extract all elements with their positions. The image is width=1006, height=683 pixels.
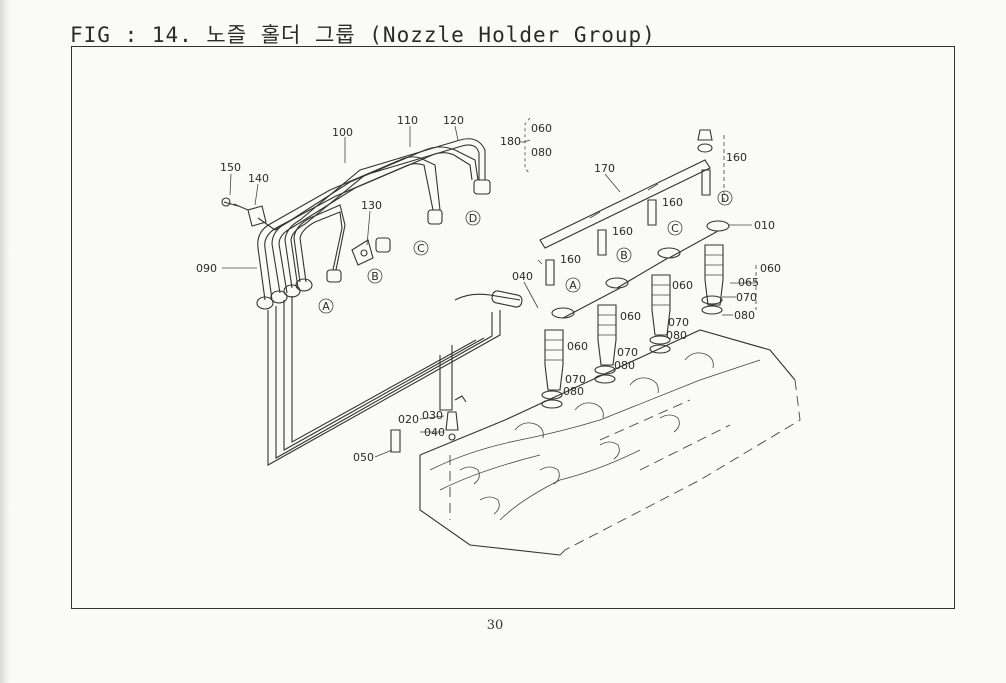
binder-edge bbox=[0, 0, 10, 683]
marker-a2: A bbox=[569, 279, 577, 292]
callout-070-c: 070 bbox=[617, 346, 638, 359]
callout-150: 150 bbox=[220, 161, 241, 174]
marker-a1: A bbox=[322, 300, 330, 313]
callout-010: 010 bbox=[754, 219, 775, 232]
callout-160-c: 160 bbox=[612, 225, 633, 238]
callout-110: 110 bbox=[397, 114, 418, 127]
marker-d1: D bbox=[469, 212, 477, 225]
callout-080-right: 080 bbox=[734, 309, 755, 322]
callout-100: 100 bbox=[332, 126, 353, 139]
figure-title: FIG : 14. 노즐 홀더 그룹 (Nozzle Holder Group) bbox=[70, 23, 656, 47]
callout-080-c: 080 bbox=[614, 359, 635, 372]
overflow-pipe bbox=[539, 129, 757, 310]
callout-060-right: 060 bbox=[760, 262, 781, 275]
injection-pipes bbox=[256, 138, 491, 310]
callout-040-lower: 040 bbox=[424, 426, 445, 439]
callout-160-right: 160 bbox=[726, 151, 747, 164]
page-number: 30 bbox=[486, 618, 504, 633]
marker-c2: C bbox=[671, 222, 679, 235]
callout-160-d: 160 bbox=[662, 196, 683, 209]
callout-070-b: 070 bbox=[565, 373, 586, 386]
callout-070-right: 070 bbox=[736, 291, 757, 304]
circle-markers: A B C D A B C D bbox=[318, 190, 733, 314]
callout-080-b: 080 bbox=[563, 385, 584, 398]
return-pipe bbox=[267, 290, 523, 466]
callout-060-c: 060 bbox=[620, 310, 641, 323]
callout-070-d: 070 bbox=[668, 316, 689, 329]
marker-c1: C bbox=[417, 242, 425, 255]
callout-030: 030 bbox=[422, 409, 443, 422]
callout-130: 130 bbox=[361, 199, 382, 212]
marker-d2: D bbox=[721, 192, 729, 205]
callout-080-d: 080 bbox=[666, 329, 687, 342]
marker-b2: B bbox=[620, 249, 628, 262]
marker-b1: B bbox=[371, 270, 379, 283]
callout-090: 090 bbox=[196, 262, 217, 275]
callout-080-top: 080 bbox=[531, 146, 552, 159]
nozzle-holders bbox=[541, 220, 730, 409]
callout-050: 050 bbox=[353, 451, 374, 464]
callout-160-b: 160 bbox=[560, 253, 581, 266]
part-callouts: 090 100 110 120 130 140 150 180 060 080 … bbox=[196, 114, 781, 464]
pipe-clamp bbox=[221, 197, 374, 266]
small-parts bbox=[390, 395, 467, 453]
callout-060-b: 060 bbox=[567, 340, 588, 353]
engine-head-outline bbox=[419, 329, 801, 556]
callout-120: 120 bbox=[443, 114, 464, 127]
callout-140: 140 bbox=[248, 172, 269, 185]
callout-065: 065 bbox=[738, 276, 759, 289]
leader-lines bbox=[222, 125, 756, 458]
callout-180: 180 bbox=[500, 135, 521, 148]
callout-060-d: 060 bbox=[672, 279, 693, 292]
callout-060-top: 060 bbox=[531, 122, 552, 135]
callout-020: 020 bbox=[398, 413, 419, 426]
diagram-frame bbox=[71, 46, 955, 609]
callout-170: 170 bbox=[594, 162, 615, 175]
callout-040-upper: 040 bbox=[512, 270, 533, 283]
